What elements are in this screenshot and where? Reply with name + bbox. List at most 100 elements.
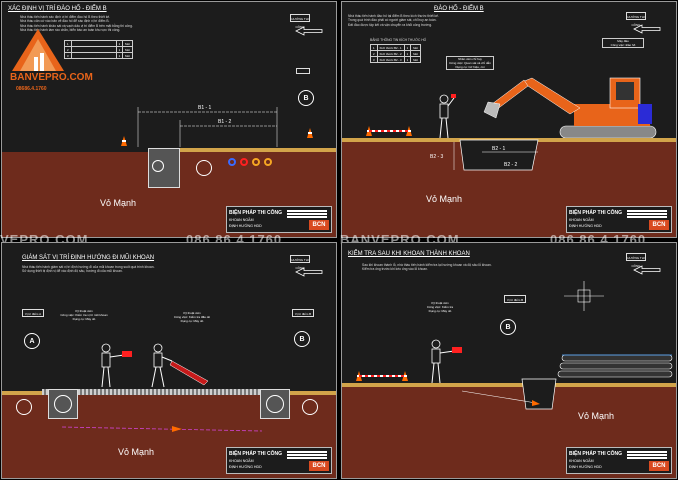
title-block-line3: ĐỊNH HƯỚNG HDD	[229, 224, 262, 228]
note-line: Nhà thầu căn cứ vào bản vẽ đào hố để xác…	[20, 19, 110, 24]
drill-pipe-and-pit	[461, 354, 673, 410]
arrow-left-icon	[633, 265, 661, 275]
crosshair-icon	[564, 281, 604, 311]
panel-determine-pit-b: XÁC ĐỊNH VỊ TRÍ ĐÀO HỐ - ĐIỂM B Nhà thầu…	[1, 1, 337, 238]
pit-outline	[453, 139, 539, 171]
panel-notes: Sau khi khoan thành lỗ, nhà thầu tiến hà…	[362, 263, 582, 272]
note-line: Nhà thầu tiến hành khảo sát và vạch dấu …	[20, 23, 133, 28]
point-b-marker: B	[294, 331, 310, 347]
callout-technician-1: Kỹ thuật viên Công việc: Kiểm tra vị trí…	[60, 309, 108, 321]
pipe-section-icon	[152, 160, 164, 172]
point-label-box	[296, 68, 310, 74]
dimension-b1-2: B1 - 2	[218, 119, 232, 125]
note-line: Nhà thầu tiến hành giám sát vị trí định …	[22, 265, 155, 269]
panel-post-drill-check: KIỂM TRA SAU KHI KHOAN THÀNH KHOAN Sau k…	[341, 242, 677, 479]
title-block-bars	[627, 210, 667, 219]
company-logo: BCN	[649, 220, 669, 230]
panel-title: KIỂM TRA SAU KHI KHOAN THÀNH KHOAN	[348, 251, 470, 257]
panel-notes: Nhà thầu tiến hành giám sát vị trí định …	[22, 265, 262, 274]
barrier-tape	[369, 130, 409, 132]
brand-phone: 08686.4.1760	[16, 86, 47, 92]
title-block-line3: ĐỊNH HƯỚNG HDD	[569, 224, 602, 228]
cable-red-icon	[240, 158, 248, 166]
brand-logo-icon	[12, 29, 64, 71]
dimension-b1-1: B1 - 1	[198, 105, 212, 111]
point-a-marker: A	[24, 333, 40, 349]
title-block-line2: KHOAN NGẦM	[229, 459, 254, 463]
dimension-b2-3: B2 - 3	[430, 154, 444, 160]
ground-label: Vỏ Mạnh	[100, 198, 137, 208]
pipe-section-icon	[266, 395, 284, 413]
ground-label: Vỏ Mạnh	[118, 447, 155, 457]
dimension-lines	[137, 107, 278, 147]
callout-excavator: Máy đào Công việc: Đào hố	[602, 38, 644, 48]
traffic-cone-icon	[307, 128, 313, 138]
excavator-icon	[483, 77, 657, 139]
title-block-line3: ĐỊNH HƯỚNG HDD	[569, 465, 602, 469]
drill-path	[61, 426, 263, 432]
point-b-marker: B	[500, 319, 516, 335]
note-line: Sau khi khoan thành lỗ, nhà thầu tiến hà…	[362, 263, 492, 267]
technician-locator-icon	[101, 343, 132, 388]
gravel-layer	[42, 389, 282, 396]
technician-locator-icon	[431, 339, 462, 384]
pipe-section-icon	[196, 160, 212, 176]
technician-walkover-icon	[151, 343, 209, 388]
pipe-section-icon	[54, 395, 72, 413]
point-b-label: Vị trí điểm B	[292, 309, 314, 317]
pipe-section-icon	[302, 399, 318, 415]
dimension-b2-2: B2 - 2	[504, 162, 518, 168]
note-line: Nhà thầu tiến hành làm rào chắn, biển bá…	[20, 28, 121, 33]
title-block-line1: BIỆN PHÁP THI CÔNG	[229, 210, 282, 216]
cell: Mét	[410, 56, 421, 63]
pipe-section-icon	[16, 399, 32, 415]
panel-notes: Nhà thầu tiến hành xác định vị trí điểm …	[20, 15, 170, 33]
ground-surface	[180, 148, 336, 152]
title-block-line1: BIỆN PHÁP THI CÔNG	[569, 210, 622, 216]
panel-title: ĐÀO HỐ - ĐIỂM B	[434, 6, 484, 12]
arrow-left-icon	[295, 267, 323, 277]
barrier-tape	[359, 375, 405, 377]
title-block-line1: BIỆN PHÁP THI CÔNG	[229, 451, 282, 457]
panel-dig-pit-b: ĐÀO HỐ - ĐIỂM B Nhà thầu tiến hành đào h…	[341, 1, 677, 238]
traffic-cone-icon	[406, 126, 412, 136]
direction-box: HƯỚNG THI CÔNG	[290, 255, 310, 270]
note-line: Sử dụng thiết bị định vị để xác định độ …	[22, 269, 123, 274]
note-line: Trong quá trình đào phải có người giám s…	[348, 18, 437, 23]
traffic-cone-icon	[121, 136, 127, 146]
dimension-b2-1: B2 - 1	[492, 146, 506, 152]
title-block: BIỆN PHÁP THI CÔNG KHOAN NGẦM ĐỊNH HƯỚNG…	[226, 447, 332, 474]
callout-technician-2: Kỹ thuật viên Công việc: Kiểm tra đầu dò…	[173, 311, 211, 323]
direction-box: HƯỚNG THI CÔNG	[626, 253, 646, 268]
flagman-worker-icon	[439, 94, 456, 139]
title-block-bars	[287, 210, 327, 219]
company-logo: BCN	[649, 461, 669, 471]
note-line: Đất đào được tập kết và vận chuyển ra kh…	[348, 22, 433, 27]
direction-box: HƯỚNG THI CÔNG	[290, 14, 310, 29]
arrow-left-icon	[633, 24, 661, 34]
arrow-left-icon	[295, 26, 323, 36]
panel-title: GIÁM SÁT VỊ TRÍ ĐỊNH HƯỚNG ĐI MŨI KHOAN	[22, 255, 155, 261]
title-block-bars	[627, 451, 667, 460]
title-block: BIỆN PHÁP THI CÔNG KHOAN NGẦM ĐỊNH HƯỚNG…	[226, 206, 332, 233]
cable-blue-icon	[228, 158, 236, 166]
title-block-line2: KHOAN NGẦM	[229, 218, 254, 222]
point-a-label: Vị trí điểm A	[22, 309, 44, 317]
callout-technician: Kỹ thuật viên Công việc: Kiểm tra Dụng c…	[426, 301, 454, 313]
point-b-label: Vị trí điểm B	[504, 295, 526, 303]
panel-monitor-drill-head: GIÁM SÁT VỊ TRÍ ĐỊNH HƯỚNG ĐI MŨI KHOAN …	[1, 242, 337, 479]
ground-label: Vỏ Mạnh	[578, 411, 615, 421]
note-line: Nhà thầu tiến hành đào hố tại điểm B the…	[348, 14, 439, 18]
table-title: BẢNG THÔNG TIN KÍCH THƯỚC HỐ	[370, 38, 427, 42]
cable-orange-icon	[252, 158, 260, 166]
ground-surface	[342, 383, 676, 387]
title-block-line1: BIỆN PHÁP THI CÔNG	[569, 451, 622, 457]
title-block: BIỆN PHÁP THI CÔNG KHOAN NGẦM ĐỊNH HƯỚNG…	[566, 206, 672, 233]
cable-orange-icon	[264, 158, 272, 166]
note-line: Kiểm tra ống trước khi kéo ống vào lỗ kh…	[362, 267, 428, 272]
traffic-cone-icon	[402, 371, 408, 381]
pit-box	[148, 148, 180, 188]
title-block-line3: ĐỊNH HƯỚNG HDD	[229, 465, 262, 469]
